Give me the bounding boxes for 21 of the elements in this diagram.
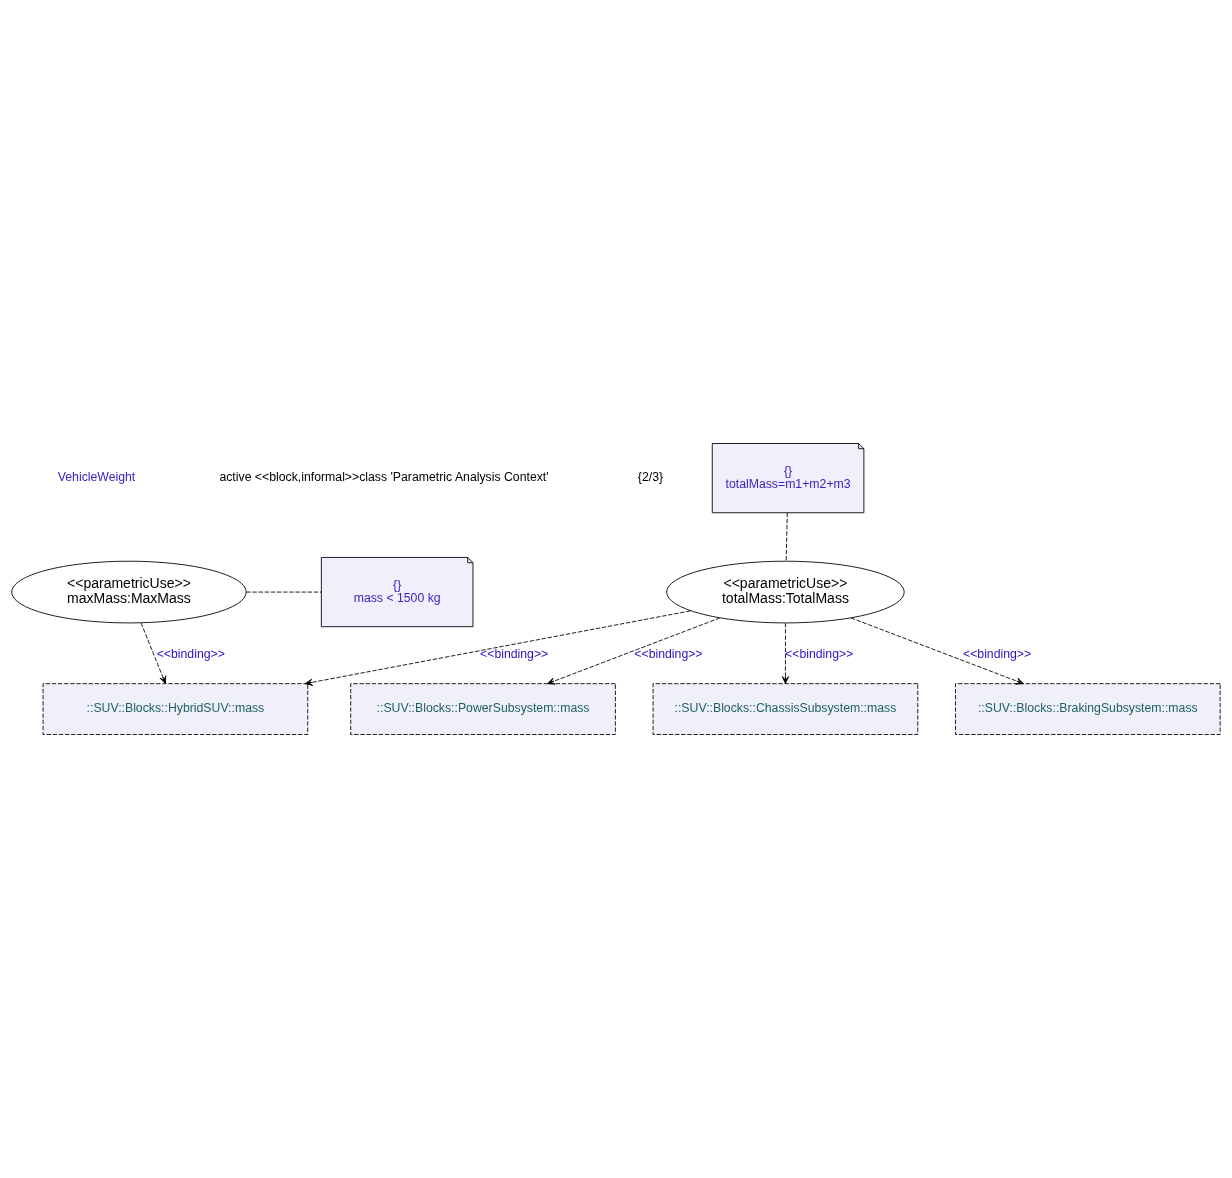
edge-label: <<binding>> <box>156 647 225 662</box>
edge-label: <<binding>> <box>480 647 549 662</box>
label: {2/3} <box>637 470 664 485</box>
node-ellipse: <<parametricUse>> totalMass:TotalMass <box>666 560 905 624</box>
arrow <box>547 617 721 685</box>
edge-label: <<binding>> <box>963 647 1032 662</box>
node-box: ::SUV::Blocks::PowerSubsystem::mass <box>350 683 616 735</box>
label: active <<block,informal>>class 'Parametric Analysis Context' <box>219 470 549 485</box>
arrow <box>140 622 167 684</box>
connector <box>245 591 322 593</box>
edge-label: <<binding>> <box>785 647 854 662</box>
node-ellipse: <<parametricUse>> maxMass:MaxMass <box>11 560 247 624</box>
arrow <box>781 622 790 684</box>
node-box: ::SUV::Blocks::HybridSUV::mass <box>42 683 309 735</box>
node-box: ::SUV::Blocks::ChassisSubsystem::mass <box>652 683 919 735</box>
arrow <box>850 617 1024 685</box>
edge-label: <<binding>> <box>634 647 703 662</box>
connector <box>785 512 788 562</box>
arrow <box>304 610 691 686</box>
label: VehicleWeight <box>57 470 136 485</box>
node-box: ::SUV::Blocks::BrakingSubsystem::mass <box>955 683 1221 735</box>
